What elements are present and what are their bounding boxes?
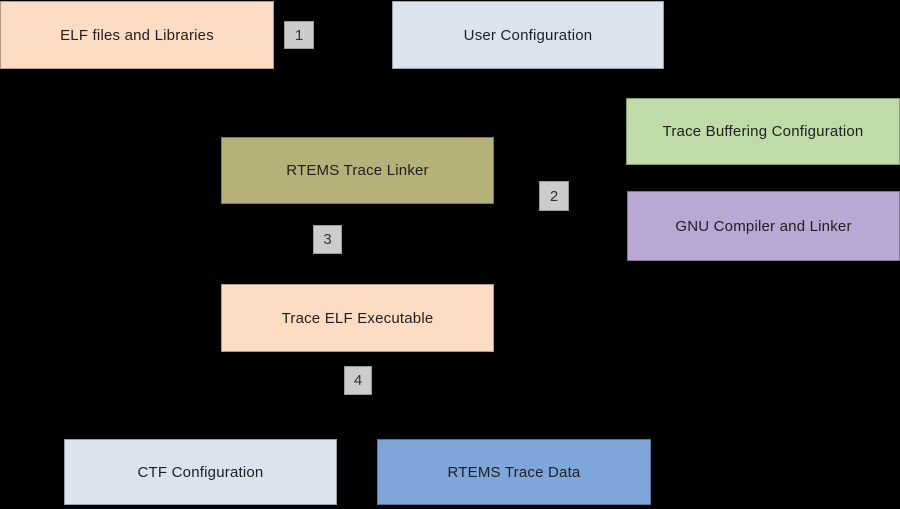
node-user-configuration: User Configuration (392, 1, 664, 69)
node-trace-elf-executable: Trace ELF Executable (221, 284, 494, 352)
step-badge-2: 2 (539, 181, 569, 211)
node-trace-buffering-configuration: Trace Buffering Configuration (626, 98, 900, 165)
node-elf-files-and-libraries: ELF files and Libraries (0, 1, 274, 69)
step-badge-4: 4 (344, 366, 372, 395)
node-rtems-trace-data: RTEMS Trace Data (377, 439, 651, 505)
step-badge-1: 1 (284, 21, 314, 49)
node-gnu-compiler-and-linker: GNU Compiler and Linker (627, 191, 900, 261)
node-rtems-trace-linker: RTEMS Trace Linker (221, 137, 494, 204)
step-badge-3: 3 (313, 225, 342, 254)
node-ctf-configuration: CTF Configuration (64, 439, 337, 505)
